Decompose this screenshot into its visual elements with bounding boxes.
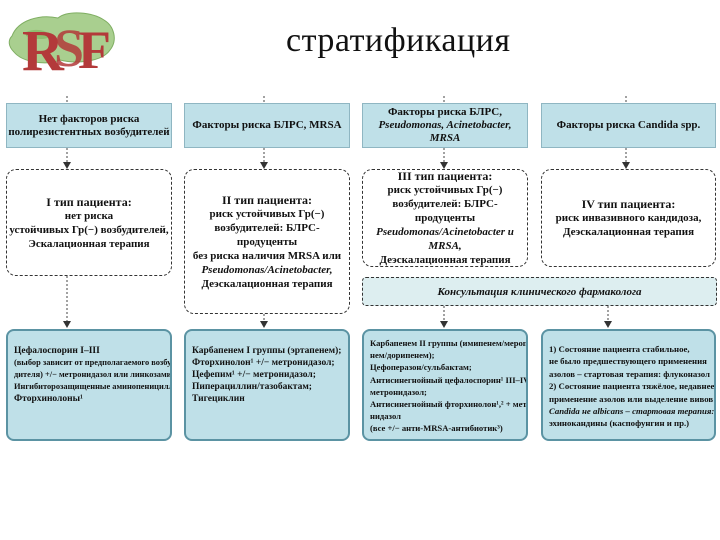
patient-type-3: III тип пациента: риск устойчивых Гр(−) … [362, 169, 528, 267]
svg-text:F: F [78, 20, 111, 78]
therapy-type-1: Цефалоспорин I–III (выбор зависит от пре… [6, 329, 172, 441]
header-candida: Факторы риска Candida spp. [541, 103, 716, 148]
patient-type-1: I тип пациента: нет риска устойчивых Гр(… [6, 169, 172, 276]
rsf-logo: R S F [8, 12, 115, 78]
header-esbl-pseudomonas: Факторы риска БЛРС, Pseudomonas, Acineto… [362, 103, 528, 148]
header-esbl-mrsa: Факторы риска БЛРС, MRSA [184, 103, 350, 148]
therapy-type-4: 1) Состояние пациента стабильное, не был… [541, 329, 716, 441]
patient-type-2: II тип пациента: риск устойчивых Гр(−) в… [184, 169, 350, 314]
page-title: стратификация [286, 22, 511, 59]
therapy-type-2: Карбапенем I группы (эртапенем); Фторхин… [184, 329, 350, 441]
therapy-type-3: Карбапенем II группы (имипенем/меропе- н… [362, 329, 528, 441]
header-no-risk: Нет факторов риска полирезистентных возб… [6, 103, 172, 148]
svg-text:R: R [22, 18, 65, 78]
pharmacologist-consult: Консультация клинического фармаколога [362, 277, 717, 306]
patient-type-4: IV тип пациента: риск инвазивного кандид… [541, 169, 716, 267]
svg-text:S: S [54, 18, 84, 78]
